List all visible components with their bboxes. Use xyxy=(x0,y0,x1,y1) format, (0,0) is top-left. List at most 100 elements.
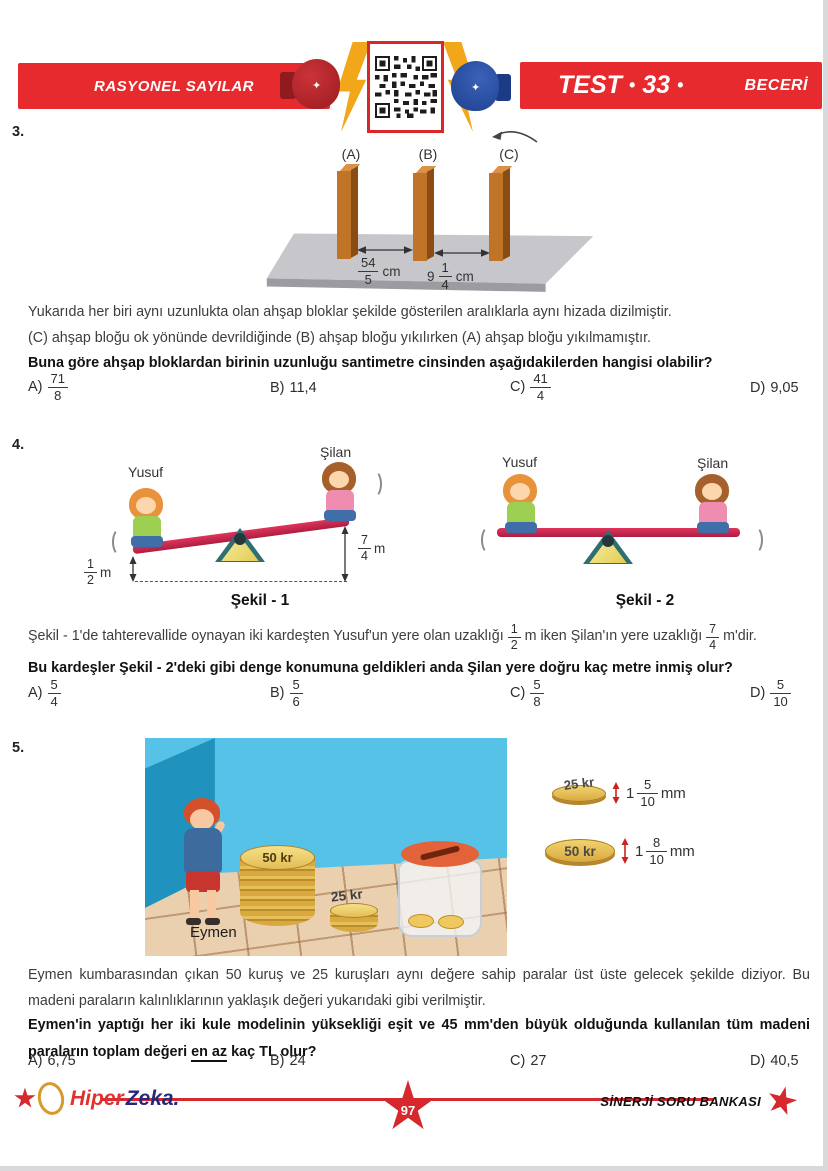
series-title: SİNERJİ SORU BANKASI xyxy=(600,1093,761,1109)
star-icon xyxy=(764,1083,800,1119)
kid-silan xyxy=(318,462,362,524)
answer-option-b: B) 24 xyxy=(270,1053,306,1069)
logo-ring-icon xyxy=(34,1079,68,1118)
boy-eymen xyxy=(170,798,236,946)
page-number: 97 xyxy=(400,1102,416,1118)
test-number: 33 xyxy=(642,71,671,99)
qr-code xyxy=(367,41,444,133)
coin-icon: 25 kr xyxy=(552,774,606,802)
ground-dashed-line xyxy=(135,581,347,582)
answer-option-d: D) 9,05 xyxy=(750,380,799,396)
test-word: TEST xyxy=(558,71,622,99)
block-label: (C) xyxy=(499,146,519,162)
boxing-glove-blue-icon: ✦ xyxy=(447,59,511,115)
distance-arrow-icon xyxy=(357,246,413,254)
q3-text-2: (C) ahşap bloğu ok yönünde devrildiğinde… xyxy=(28,330,652,346)
answer-value: 24 xyxy=(289,1053,306,1069)
answer-label: C) xyxy=(510,685,526,702)
wooden-block-b xyxy=(413,166,437,262)
question-number: 5. xyxy=(12,740,25,756)
answer-label: D) xyxy=(750,380,766,396)
answer-option-d: D) 40,5 xyxy=(750,1053,799,1069)
test-title: TEST • 33 • xyxy=(558,71,683,100)
q5-text: Eymen kumbarasından çıkan 50 kuruş ve 25… xyxy=(28,967,810,1009)
block-label: (B) xyxy=(418,146,438,162)
figure-caption: Şekil - 2 xyxy=(615,592,675,609)
underlined-phrase: en az xyxy=(191,1044,228,1062)
coin-icon: 50 kr xyxy=(545,839,615,864)
answer-label: C) xyxy=(510,379,526,396)
answer-option-a: A) 6,75 xyxy=(28,1053,76,1069)
answer-label: A) xyxy=(28,1053,43,1069)
q3-text-1: Yukarıda her biri aynı uzunlukta olan ah… xyxy=(28,304,672,320)
answer-value: 6,75 xyxy=(47,1053,76,1069)
curved-arrow-icon xyxy=(492,131,538,143)
answer-value: 9,05 xyxy=(770,380,799,396)
bullet-icon: • xyxy=(628,75,636,95)
block-label: (A) xyxy=(341,146,361,162)
header-ribbon-right: TEST • 33 • BECERİ xyxy=(520,62,822,109)
q4-question: Bu kardeşler Şekil - 2'deki gibi denge k… xyxy=(28,660,733,676)
coin-label: 25 kr xyxy=(563,773,595,793)
answer-option-c: C) 27 xyxy=(510,1053,546,1069)
kid-name-yusuf: Yusuf xyxy=(128,464,164,480)
answer-value: 11,4 xyxy=(289,380,317,396)
answer-value: 40,5 xyxy=(770,1053,799,1069)
seesaw-plank xyxy=(497,528,740,537)
answer-value: 27 xyxy=(530,1053,547,1069)
answer-label: A) xyxy=(28,379,43,396)
answer-label: D) xyxy=(750,1053,766,1069)
thickness-arrow-icon xyxy=(612,782,620,805)
motion-arc-icon xyxy=(112,528,128,556)
motion-arc-icon xyxy=(747,526,763,554)
room-scene: Eymen 50 kr 25 kr xyxy=(145,738,507,956)
answer-label: C) xyxy=(510,1053,526,1069)
q4-text: Şekil - 1'de tahterevallide oynayan iki … xyxy=(28,621,757,652)
answer-label: A) xyxy=(28,685,43,702)
star-icon xyxy=(14,1087,36,1108)
answer-option-b: B) 11,4 xyxy=(270,380,317,396)
answer-label: B) xyxy=(270,380,285,396)
coin-label: 50 kr xyxy=(564,843,596,859)
brand-text-1: Hiper xyxy=(70,1086,124,1110)
bullet-icon: • xyxy=(677,75,684,95)
question-number: 3. xyxy=(12,124,25,140)
q5-question: Eymen'in yaptığı her iki kule modelinin … xyxy=(28,1017,810,1062)
q3-question: Buna göre ahşap bloklardan birinin uzunl… xyxy=(28,355,713,371)
motion-arc-icon xyxy=(366,470,382,498)
kid-yusuf xyxy=(499,474,543,536)
page-number-star: 97 xyxy=(382,1080,434,1130)
brand-text-2: Zeka. xyxy=(125,1086,180,1110)
kid-name-silan: Şilan xyxy=(320,444,352,460)
answer-label: D) xyxy=(750,685,766,702)
height-arrow-icon xyxy=(341,526,349,582)
figure-caption: Şekil - 1 xyxy=(230,592,290,609)
kid-silan xyxy=(691,474,735,536)
kid-yusuf xyxy=(125,488,169,550)
coin-stack-50-label: 50 kr xyxy=(240,845,315,870)
seesaw-figure-2: Yusuf Şilan Şekil - 2 xyxy=(465,442,805,614)
motion-arc-icon xyxy=(481,526,497,554)
